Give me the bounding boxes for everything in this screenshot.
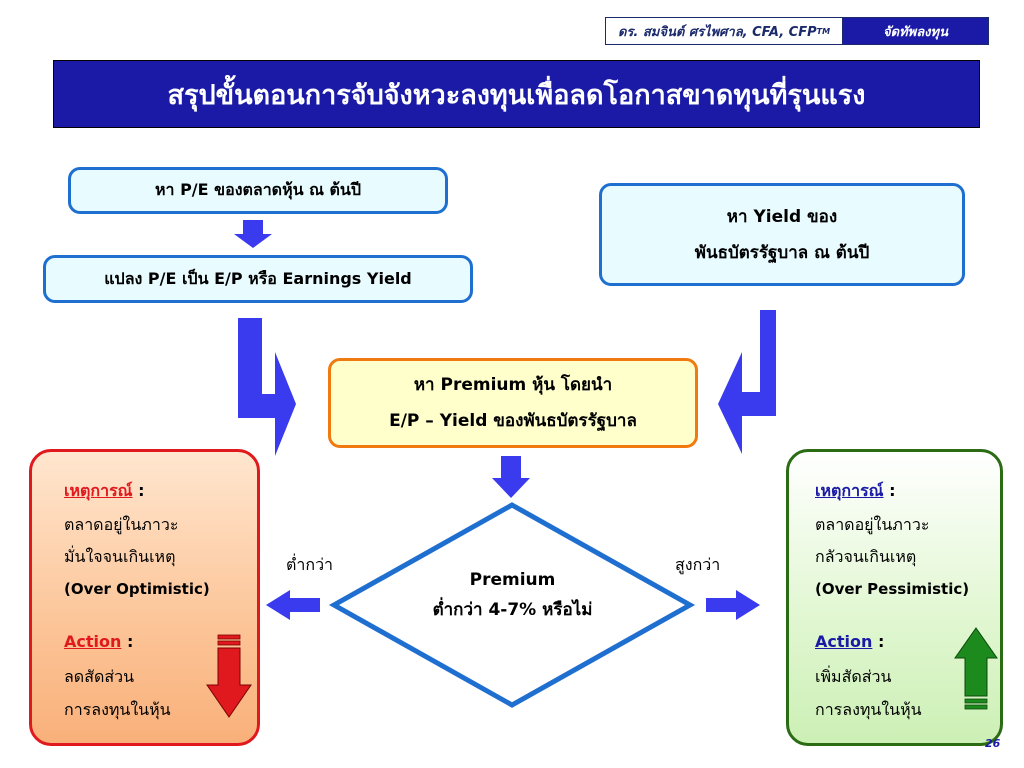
decision-line1: Premium — [469, 570, 556, 590]
organization-name: จัดทัพลงทุน — [843, 18, 988, 44]
decision-question: Premium ต่ำกว่า 4-7% หรือไม่ — [380, 565, 645, 625]
step-find-yield-line2: พันธบัตรรัฐบาล ณ ต้นปี — [694, 242, 870, 263]
event-english: (Over Optimistic) — [64, 580, 210, 598]
increase-arrow-icon — [954, 627, 998, 710]
page-number: 26 — [985, 737, 1001, 750]
step-find-premium: หา Premium หุ้น โดยนำ E/P – Yield ของพัน… — [328, 358, 698, 448]
arrow-down-premium-to-decision — [492, 456, 530, 498]
label-lower: ต่ำกว่า — [286, 555, 334, 574]
outcome-over-optimistic: เหตุการณ์ : ตลาดอยู่ในภาวะ มั่นใจจนเกินเ… — [29, 449, 260, 746]
action-line2: การลงทุนในหุ้น — [64, 700, 171, 719]
action-line2: การลงทุนในหุ้น — [815, 700, 922, 719]
event-line1: ตลาดอยู่ในภาวะ — [64, 515, 179, 534]
arrow-ep-to-premium — [238, 318, 296, 456]
action-label: Action — [815, 632, 873, 651]
action-heading: Action : — [64, 632, 134, 651]
event-line2: มั่นใจจนเกินเหตุ — [64, 547, 176, 566]
decrease-arrow-icon — [206, 634, 252, 718]
step-find-premium-line2: E/P – Yield ของพันธบัตรรัฐบาล — [389, 411, 637, 431]
decision-diamond — [328, 502, 696, 708]
event-heading: เหตุการณ์ : — [64, 481, 145, 500]
event-label: เหตุการณ์ — [815, 481, 884, 500]
step-convert-ep: แปลง P/E เป็น E/P หรือ Earnings Yield — [43, 255, 473, 303]
action-label: Action — [64, 632, 122, 651]
outcome-over-pessimistic: เหตุการณ์ : ตลาดอยู่ในภาวะ กลัวจนเกินเหต… — [786, 449, 1003, 746]
arrow-right-higher — [706, 590, 760, 620]
event-line1: ตลาดอยู่ในภาวะ — [815, 515, 930, 534]
step-find-yield: หา Yield ของ พันธบัตรรัฐบาล ณ ต้นปี — [599, 183, 965, 286]
arrow-left-lower — [266, 590, 320, 620]
arrow-yield-to-premium — [718, 310, 776, 454]
step-find-pe: หา P/E ของตลาดหุ้น ณ ต้นปี — [68, 167, 448, 214]
event-label: เหตุการณ์ — [64, 481, 133, 500]
step-convert-ep-text: แปลง P/E เป็น E/P หรือ Earnings Yield — [104, 268, 412, 288]
page-title: สรุปขั้นตอนการจับจังหวะลงทุนเพื่อลดโอกาส… — [53, 60, 980, 128]
action-line1: ลดสัดส่วน — [64, 667, 135, 686]
arrow-down-pe-to-ep — [234, 220, 272, 248]
step-find-yield-line1: หา Yield ของ — [726, 206, 838, 227]
decision-line2: ต่ำกว่า 4-7% หรือไม่ — [432, 600, 593, 620]
trademark-mark: TM — [816, 26, 831, 36]
action-line1: เพิ่มสัดส่วน — [815, 667, 892, 686]
label-higher: สูงกว่า — [675, 555, 721, 574]
event-line2: กลัวจนเกินเหตุ — [815, 547, 917, 566]
action-heading: Action : — [815, 632, 885, 651]
event-heading: เหตุการณ์ : — [815, 481, 896, 500]
step-find-pe-text: หา P/E ของตลาดหุ้น ณ ต้นปี — [154, 180, 362, 199]
step-find-premium-line1: หา Premium หุ้น โดยนำ — [413, 375, 613, 395]
event-english: (Over Pessimistic) — [815, 580, 970, 598]
